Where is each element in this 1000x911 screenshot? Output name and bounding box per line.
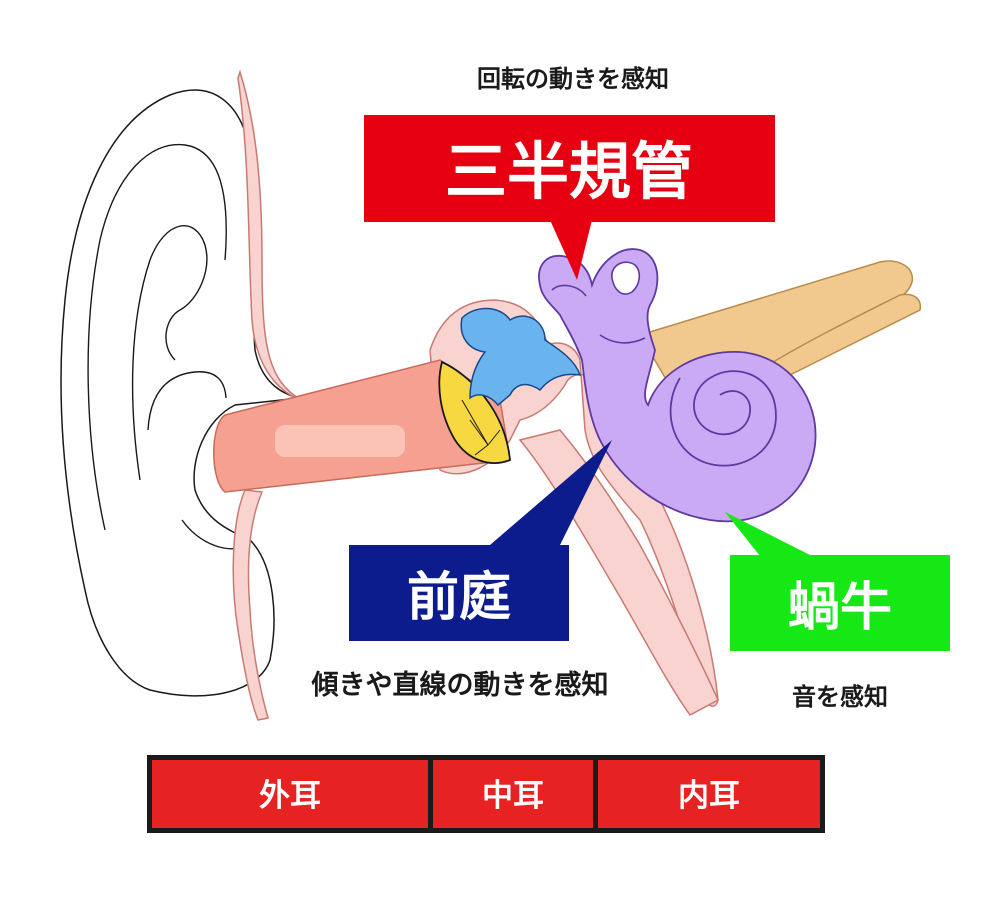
- semicircular-canal-loop: [611, 261, 641, 295]
- cochlea-callout-box: [730, 555, 950, 651]
- auricle-outline: [60, 89, 301, 697]
- semicircular-title: 三半規管: [445, 135, 693, 208]
- antihelix-fold: [131, 225, 208, 481]
- region-inner-ear-label: 内耳: [678, 778, 740, 814]
- cochlea-caption: 音を感知: [792, 683, 888, 711]
- semicircular-callout-pointer: [550, 220, 592, 280]
- region-inner-ear: [598, 760, 820, 828]
- region-middle-ear: [433, 760, 593, 828]
- region-outer-ear: [152, 760, 428, 828]
- vestibule-fold: [599, 334, 646, 344]
- cochlea-callout-pointer: [725, 512, 812, 556]
- semicircular-canal-inner: [551, 284, 587, 297]
- auditory-nerve-branch: [758, 293, 922, 386]
- cochlea-title: 蝸牛: [788, 578, 892, 638]
- vestibule-callout-pointer: [490, 440, 612, 545]
- semicircular-caption: 回転の動きを感知: [477, 65, 669, 93]
- tissue-layer-lower: [232, 489, 269, 721]
- concha-fold: [147, 371, 227, 431]
- region-outer-ear-label: 外耳: [259, 778, 321, 814]
- ear-canal-highlight: [275, 425, 405, 457]
- helix-inner-fold: [87, 143, 227, 531]
- vestibule-callout-box: [349, 545, 569, 641]
- vestibule-caption: 傾きや直線の動きを感知: [311, 669, 609, 701]
- cochlea-spiral: [669, 370, 777, 467]
- semicircular-callout-box: [364, 115, 775, 222]
- region-bar: 外耳 中耳 内耳: [147, 755, 825, 833]
- eardrum-lines: [461, 399, 501, 456]
- ossicles: [460, 307, 582, 407]
- vestibule-title: 前庭: [407, 568, 511, 628]
- inner-ear-structure: [538, 248, 817, 523]
- region-middle-ear-label: 中耳: [482, 778, 544, 814]
